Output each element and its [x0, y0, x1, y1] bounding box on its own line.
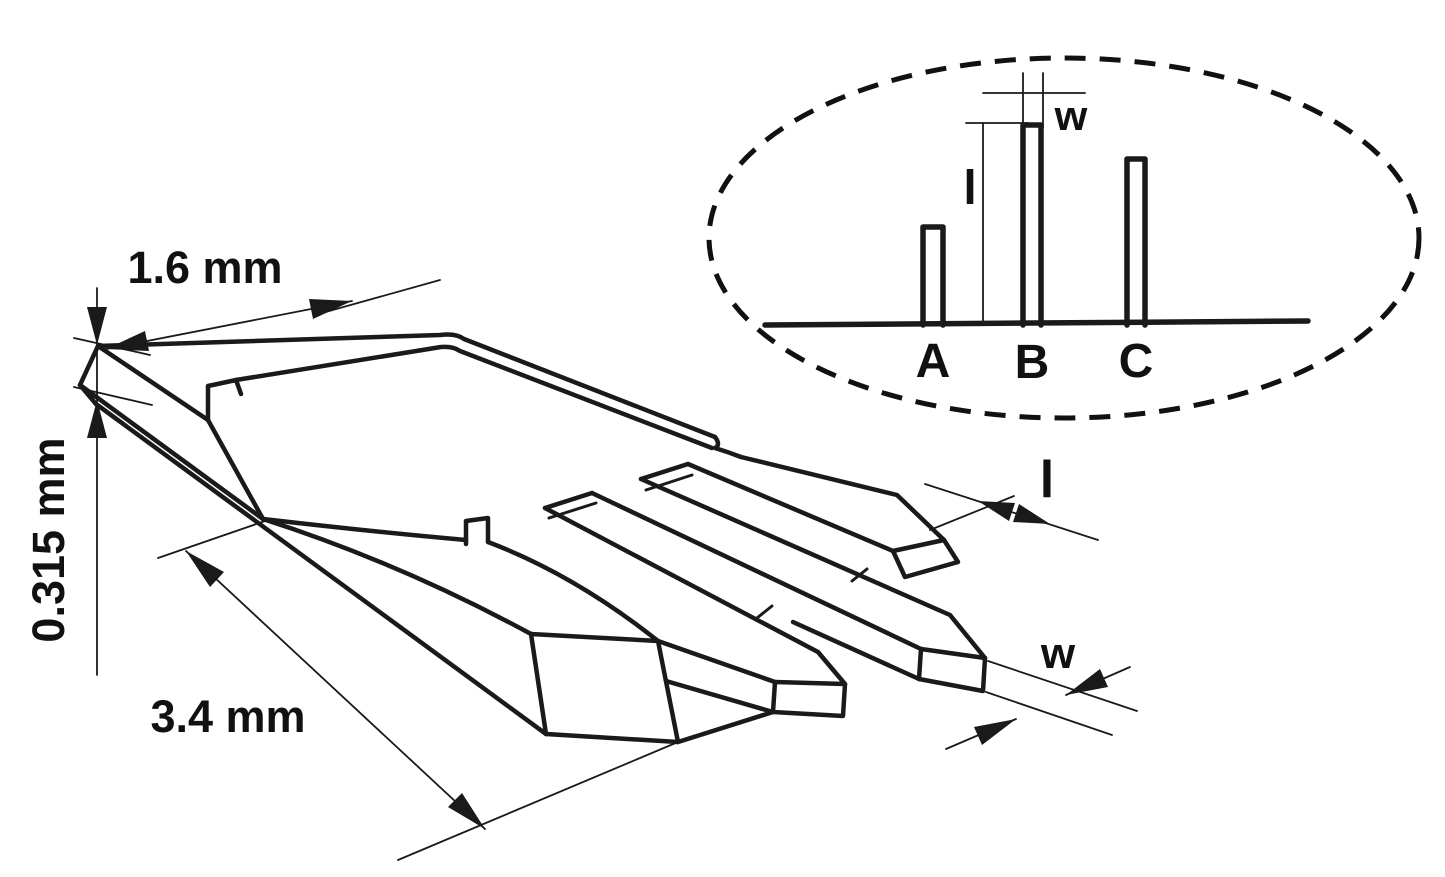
body-bottom-edge: [93, 401, 549, 737]
dim-1-6-arrow-left: [106, 331, 149, 351]
inset-w-label: w: [1054, 92, 1088, 139]
inset-l-label: l: [963, 162, 976, 215]
dim-0315-arrow-up: [87, 400, 107, 438]
inset-pin-b-profile: [1020, 122, 1044, 328]
dim-w-arrow-upper: [1066, 669, 1108, 695]
inset-pin-a-label: A: [916, 335, 951, 388]
dimension-lead-length: l: [924, 451, 1099, 541]
dim-length-label: 3.4 mm: [150, 691, 305, 742]
slot-2-end-edge: [542, 490, 595, 511]
lead-2-front-edge: [589, 490, 924, 652]
body-rim-inner-edge: [233, 344, 715, 451]
inset-cross-section: l w A B C: [706, 55, 1422, 421]
slot-1-shelf: [644, 473, 694, 492]
dim-w-arrow-lower: [974, 719, 1016, 745]
dim-0315-arrow-down: [87, 307, 107, 345]
body-front-top-edge: [260, 516, 469, 543]
slot-2-body-step: [755, 604, 774, 620]
body-chamfer-lower-edge: [77, 382, 266, 522]
lead-3-front-edge: [655, 638, 778, 685]
slot-1-end-edge: [638, 461, 691, 482]
body-back-edge-jog: [712, 434, 744, 460]
dim-l-arrow-right: [1013, 504, 1050, 524]
lead-3: [542, 505, 848, 719]
lead-3-end-face: [770, 679, 848, 719]
body-parting-edge: [260, 516, 534, 637]
inset-dashed-ellipse: [706, 55, 1422, 421]
lead-1-front-edge: [685, 461, 896, 554]
inset-pin-a-profile: [920, 224, 946, 328]
inset-pin-b-label: B: [1015, 336, 1050, 389]
lead-3-back-edge: [542, 505, 848, 687]
dimension-thickness-0-315mm: 0.315 mm: [23, 287, 153, 676]
body-rim-left-end: [205, 377, 244, 423]
lead-1: [685, 454, 961, 580]
lead-2-back-edge: [638, 476, 988, 661]
body-notch-bump: [463, 515, 491, 547]
dim-w-witness-2: [985, 691, 1113, 736]
dim-3-4-arrow-bottom: [448, 793, 485, 829]
dim-1-6-extension-right: [321, 279, 441, 314]
lead-length-label: l: [1040, 451, 1054, 509]
dim-l-arrow-left: [978, 501, 1015, 521]
dimension-width-1-6mm: 1.6 mm: [73, 242, 441, 356]
dimension-length-3-4mm: 3.4 mm: [150, 519, 679, 861]
lead-2: [589, 476, 988, 694]
lead-width-label: w: [1040, 629, 1076, 678]
dim-0315-extension: [73, 386, 153, 406]
dim-3-4-extension-top: [157, 519, 269, 559]
body-front-top-edge-right: [485, 539, 661, 644]
lead-1-back-edge: [738, 454, 947, 543]
inset-baseline: [762, 318, 1311, 328]
dim-l-witness: [929, 495, 1015, 531]
dim-1-6-arrow-right: [309, 299, 352, 319]
dim-width-label: 1.6 mm: [127, 242, 282, 293]
body-back-outer-edge: [95, 332, 718, 440]
dim-w-witness-1: [987, 660, 1138, 712]
lead-2-end-face: [916, 646, 988, 694]
dim-3-4-extension-bottom: [397, 741, 679, 861]
body-left-chamfer-ridge: [95, 343, 266, 522]
body-under-lead-edge: [675, 709, 776, 745]
dimension-lead-width: w: [945, 629, 1138, 750]
lead-2-side-bottom-edge: [790, 619, 922, 682]
inset-pin-c-profile: [1124, 156, 1148, 328]
lead-1-end-face: [890, 537, 961, 580]
body-end-face: [528, 631, 681, 745]
dim-3-4-line: [185, 550, 486, 830]
dim-thickness-label: 0.315 mm: [23, 437, 74, 642]
lead-3-side-bottom-edge: [663, 678, 776, 715]
dim-3-4-arrow-top: [186, 551, 224, 587]
inset-pin-c-label: C: [1119, 335, 1154, 388]
